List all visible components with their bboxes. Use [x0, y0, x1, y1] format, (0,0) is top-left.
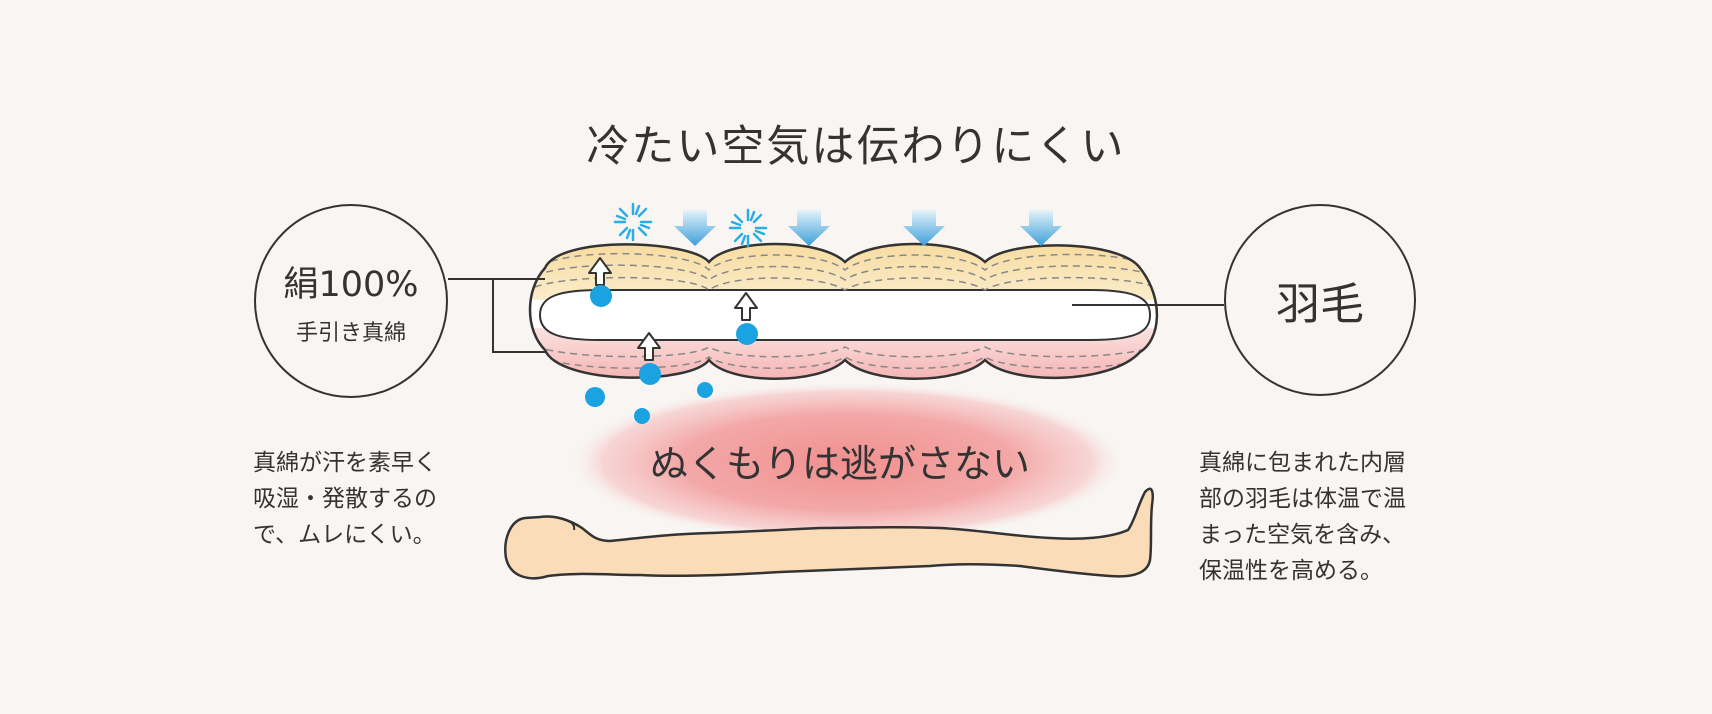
moisture-drop-icon [639, 363, 661, 385]
cold-air-arrow-icon [788, 210, 830, 246]
cold-air-arrow-icon [903, 210, 945, 246]
sleeping-person [504, 487, 1154, 580]
sparkle-icon [613, 202, 653, 242]
right-description-line: 部の羽毛は体温で温 [1199, 486, 1406, 512]
cold-air-arrow-icon [1020, 210, 1062, 246]
moisture-drop-icon [697, 382, 713, 398]
right-description-line: まった空気を含み、 [1199, 522, 1406, 548]
diagram-heading: 冷たい空気は伝わりにくい [586, 122, 1126, 172]
down-layer-core [538, 289, 1152, 341]
left-description-line: で、ムレにくい。 [253, 522, 436, 548]
silk-label-sub: 手引き真綿 [295, 320, 406, 346]
left-description: 真綿が汗を素早く 吸湿・発散するの で、ムレにくい。 [253, 445, 437, 553]
warmth-label: ぬくもりは逃がさない [649, 442, 1030, 486]
down-label-circle: 羽毛 [1224, 204, 1416, 396]
sleeping-person-nose [567, 520, 576, 531]
moisture-drop-icon [590, 285, 612, 307]
futon-cross-section [528, 242, 1159, 380]
moisture-drops [585, 285, 758, 424]
down-label-main: 羽毛 [1276, 279, 1364, 330]
left-description-line: 吸湿・発散するの [253, 486, 437, 512]
up-arrow-icon [734, 292, 758, 321]
warmth-glow [569, 382, 1125, 542]
up-arrow-icons [588, 257, 758, 361]
right-description-line: 保温性を高める。 [1199, 558, 1383, 584]
right-description: 真綿に包まれた内層 部の羽毛は体温で温 まった空気を含み、 保温性を高める。 [1199, 445, 1406, 589]
up-arrow-icon [588, 257, 612, 286]
up-arrow-icon [637, 332, 661, 361]
silk-label-main: 絹100% [283, 264, 419, 305]
cold-air-arrow-icon [674, 210, 716, 246]
moisture-drop-icon [736, 323, 758, 345]
moisture-drop-icon [585, 387, 605, 407]
leader-lines [448, 278, 1224, 353]
moisture-drop-icon [634, 408, 650, 424]
cold-air-arrows [674, 210, 1062, 246]
sparkle-icon [728, 208, 768, 248]
left-description-line: 真綿が汗を素早く [253, 450, 437, 476]
right-description-line: 真綿に包まれた内層 [1199, 450, 1406, 476]
silk-label-circle: 絹100% 手引き真綿 [254, 204, 448, 398]
